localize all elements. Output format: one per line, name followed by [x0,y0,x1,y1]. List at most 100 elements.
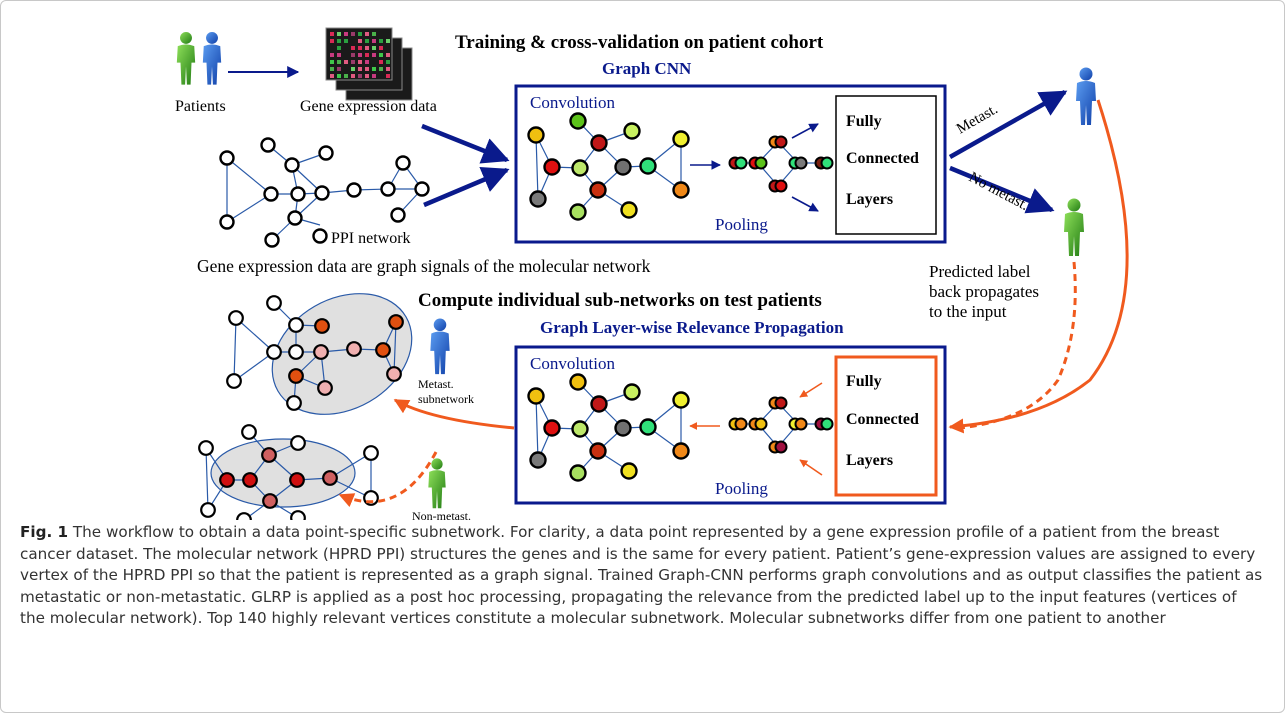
heatmap-cell [372,32,376,36]
graph-node [569,373,587,391]
graph-node [317,380,333,396]
heatmap-cell [358,39,362,43]
non-metast-subnetwork-label-1: Non-metast. [412,509,471,520]
heatmap-cell [358,53,362,57]
non-metastatic-patient-icon [1064,198,1084,256]
heatmap-cell [351,74,355,78]
pooled-node [774,396,788,410]
heatmap-cell [337,46,341,50]
pooled-node [820,417,834,431]
graph-node [620,462,638,480]
gene-expression-heatmap-icon [325,27,413,101]
patients-label: Patients [175,98,226,115]
graph-node [363,445,379,461]
heatmap-cell [386,74,390,78]
heatmap-cell [351,46,355,50]
expression-to-cnn-arrow [421,123,510,164]
heatmap-cell [372,74,376,78]
graph-node [614,419,632,437]
heatmap-cell [372,53,376,57]
metastatic-patient-icon [1076,67,1096,125]
conv-network-top-nodes [527,112,690,221]
pooled-node [820,156,834,170]
non-metast-subnetwork-nodes [198,424,379,520]
graph-node [290,435,306,451]
graph-node [228,310,244,326]
graph-node [288,368,304,384]
graph-node [569,464,587,482]
graph-node [262,493,278,509]
graph-node [672,130,690,148]
graph-node [571,159,589,177]
graph-node [569,203,587,221]
graph-node [219,472,235,488]
graph-node [623,383,641,401]
glrp-label: Graph Layer-wise Relevance Propagation [540,318,844,337]
graph-node [543,419,561,437]
heatmap-cell [372,46,376,50]
conv-network-bottom-nodes [527,373,690,482]
heatmap-cell [337,39,341,43]
heatmap-cell [379,67,383,71]
heatmap-cell [365,39,369,43]
fc-bottom-line-3: Layers [846,452,893,469]
heatmap-cell [330,74,334,78]
heatmap-cell [344,74,348,78]
heatmap-cell [337,53,341,57]
backprop-note-line-2: back propagates [929,282,1039,301]
graph-node [614,158,632,176]
heatmap-cell [351,53,355,57]
heatmap-cell [337,74,341,78]
heatmap-cell [365,46,369,50]
heatmap-cell [330,60,334,64]
graph-node [529,190,547,208]
heatmap-cell [344,32,348,36]
graph-cnn-label: Graph CNN [602,59,692,78]
graph-node [672,391,690,409]
heatmap-cell [386,67,390,71]
graph-node [286,395,302,411]
training-title: Training & cross-validation on patient c… [455,32,824,53]
graph-node [226,373,242,389]
graph-node [288,317,304,333]
metast-subnetwork-label-1: Metast. [418,377,454,391]
heatmap-cell [386,53,390,57]
heatmap-cell [344,39,348,43]
heatmap-cell [386,39,390,43]
no-metast-backprop-arrow [959,261,1077,430]
backprop-note-line-1: Predicted label [929,262,1031,281]
pooled-node [774,179,788,193]
graph-node [261,447,277,463]
heatmap-cell [372,39,376,43]
graph-node [527,126,545,144]
graph-node [266,344,282,360]
metast-patient-icon-bottom [430,318,450,375]
graph-node [620,201,638,219]
heatmap-cell [351,32,355,36]
non-metast-patient-icon-bottom [428,458,446,509]
pool-to-fc-arrow-top-2 [791,196,819,212]
graph-node [590,134,608,152]
graph-node [589,442,607,460]
graph-node [290,510,306,520]
fully-connected-box-bottom [834,355,938,497]
caption-text: The workflow to obtain a data point-spec… [20,523,1263,628]
graph-node [589,181,607,199]
pooled-node [774,135,788,149]
heatmap-cell [365,67,369,71]
heatmap-cell [337,60,341,64]
pool-network-bottom-nodes [728,396,834,454]
heatmap-cell [358,32,362,36]
pool-network-top-nodes [728,135,834,193]
pool-to-fc-arrow-top-1 [791,123,819,139]
glrp-to-non-metast-arrow [338,451,438,508]
heatmap-cell [365,53,369,57]
graph-node [529,451,547,469]
heatmap-cell [358,60,362,64]
heatmap-cell [386,60,390,64]
fc-bottom-line-2: Connected [846,411,919,428]
convolution-label-bottom: Convolution [530,354,616,373]
no-metast-arrow-label: No metast. [966,169,1031,214]
fc-bottom-line-1: Fully [846,373,882,390]
